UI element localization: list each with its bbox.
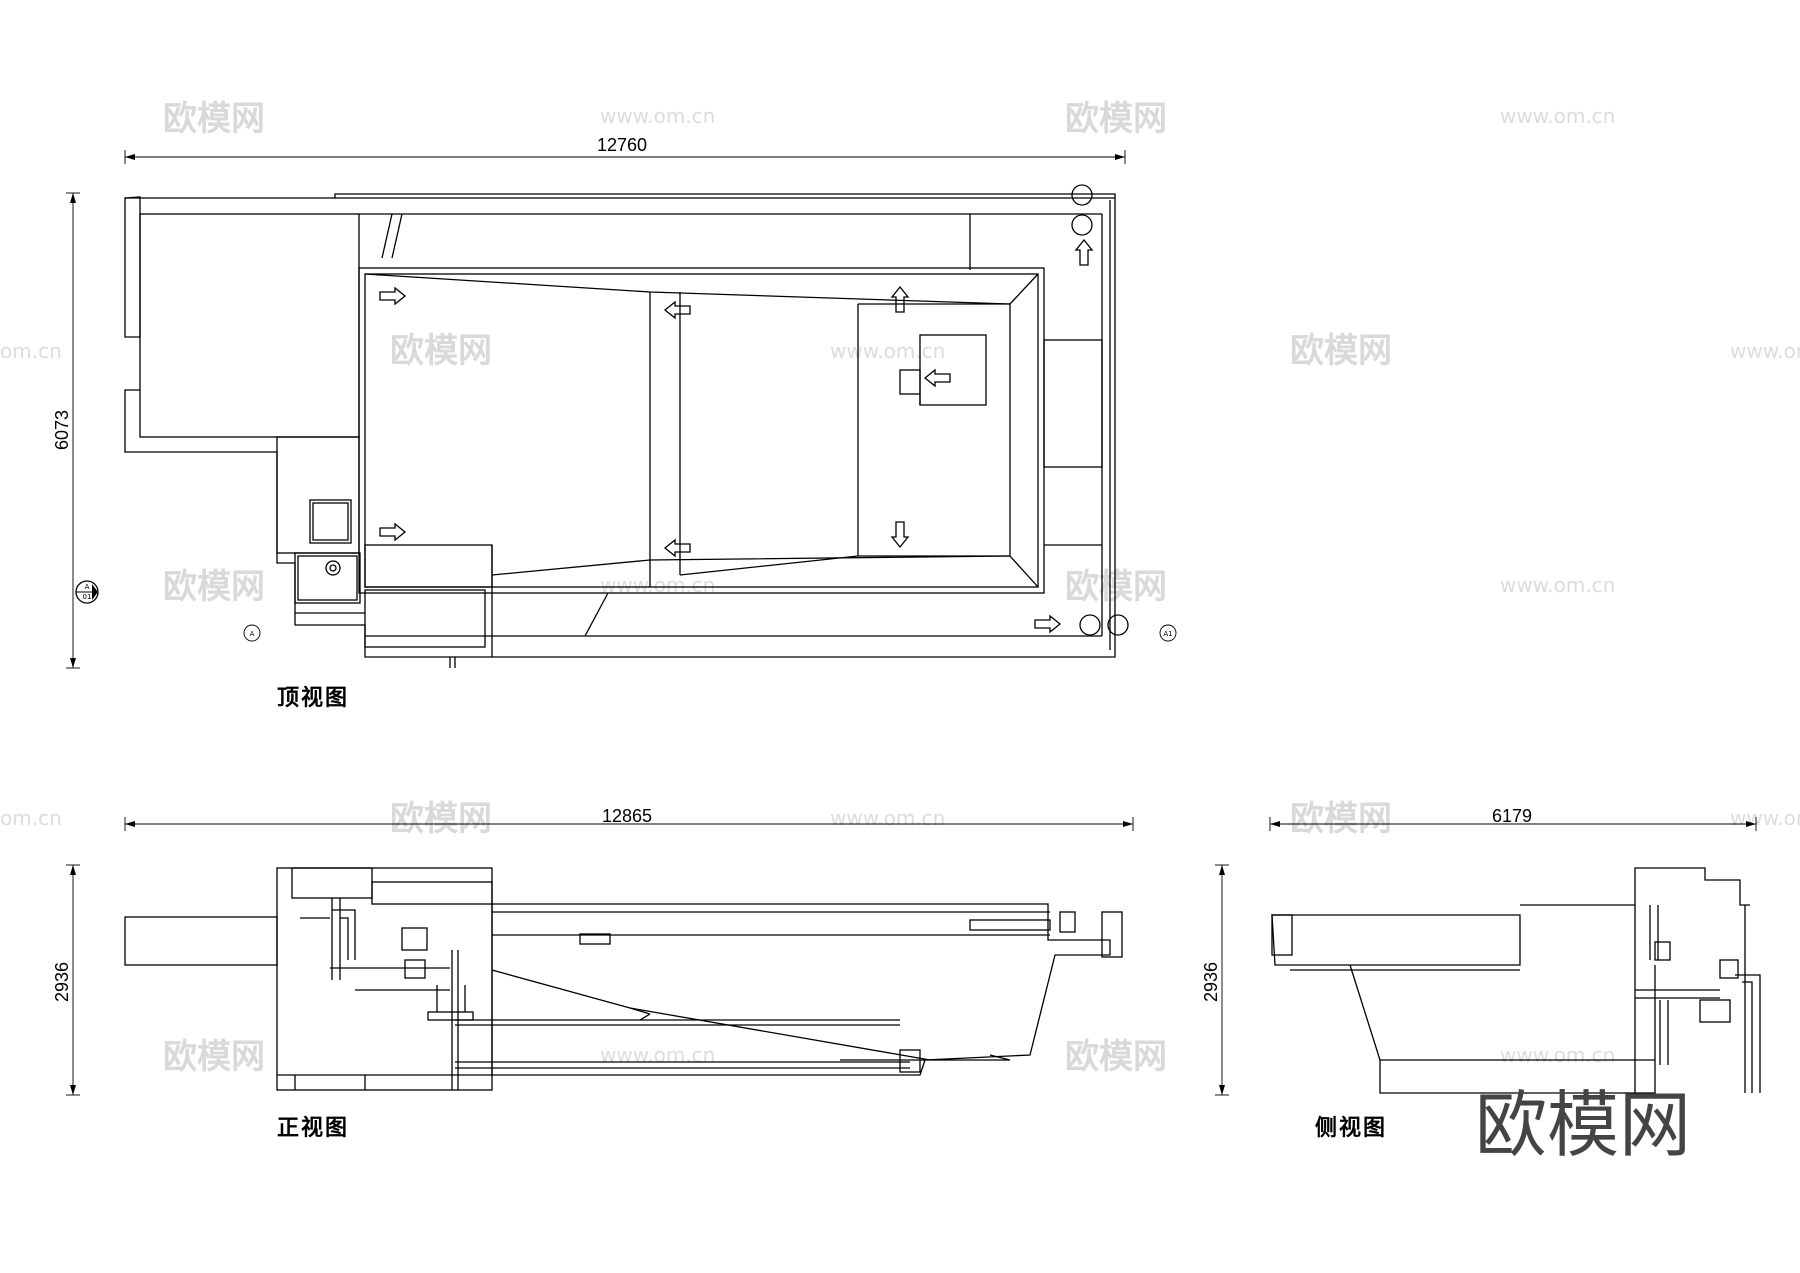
- watermark-brand: 欧模网: [163, 567, 265, 607]
- watermark-brand: 欧模网: [163, 1037, 265, 1077]
- watermark-url: www.om.cn: [1500, 573, 1615, 597]
- side-height-dimension: 2936: [1201, 864, 1229, 1096]
- svg-text:A1: A1: [1163, 630, 1172, 638]
- front-height-dimension: 2936: [52, 864, 80, 1096]
- side-view-label: 侧视图: [1315, 1115, 1387, 1141]
- watermark-url: www.om.cn: [1500, 104, 1615, 128]
- top-view-label: 顶视图: [277, 685, 349, 711]
- watermark-brand: 欧模网: [390, 799, 492, 839]
- watermark-url: www.om.cn: [830, 806, 945, 830]
- brand-logo: 欧模网: [1475, 1083, 1691, 1167]
- watermark-url: www.om.cn: [600, 1043, 715, 1067]
- front-width-dimension: 12865: [124, 806, 1134, 831]
- watermark-brand: 欧模网: [1065, 99, 1167, 139]
- front-width-label: 12865: [602, 806, 652, 826]
- watermark-brand: 欧模网: [1065, 1037, 1167, 1077]
- watermark-url: www.om.cn: [1500, 1043, 1615, 1067]
- top-height-dimension: 6073: [52, 192, 80, 669]
- watermark-brand: 欧模网: [1065, 567, 1167, 607]
- svg-text:A: A: [85, 583, 90, 591]
- watermark-brand: 欧模网: [163, 99, 265, 139]
- side-width-label: 6179: [1492, 806, 1532, 826]
- watermark-url: www.om.cn: [830, 339, 945, 363]
- watermark-brand: 欧模网: [1290, 331, 1392, 371]
- watermark-url: www.om.cn: [1730, 339, 1800, 363]
- side-view: 6179 2936 侧视图: [1201, 806, 1761, 1141]
- watermark-url: www.om.cn: [1730, 806, 1800, 830]
- front-view: 12865 2936: [52, 806, 1134, 1141]
- watermark-brand: 欧模网: [1290, 799, 1392, 839]
- side-height-label: 2936: [1201, 962, 1221, 1002]
- section-marker-left: A 01: [75, 580, 99, 604]
- watermark-brand: 欧模网: [390, 331, 492, 371]
- watermark-url: om.cn: [0, 806, 62, 830]
- watermark-url: om.cn: [0, 339, 62, 363]
- top-view: 12760 6073: [52, 135, 1177, 711]
- watermark-url: www.om.cn: [600, 104, 715, 128]
- watermarks: 欧模网 www.om.cn 欧模网 www.om.cn om.cn 欧模网 ww…: [0, 99, 1800, 1077]
- svg-text:A: A: [250, 630, 255, 638]
- svg-text:01: 01: [83, 593, 92, 601]
- side-width-dimension: 6179: [1269, 806, 1757, 831]
- front-view-label: 正视图: [277, 1115, 349, 1141]
- top-height-label: 6073: [52, 410, 72, 450]
- section-marker-a1: A1: [1159, 624, 1177, 642]
- section-marker-a: A: [243, 624, 261, 642]
- top-width-label: 12760: [597, 135, 647, 155]
- top-width-dimension: 12760: [124, 135, 1126, 164]
- front-height-label: 2936: [52, 962, 72, 1002]
